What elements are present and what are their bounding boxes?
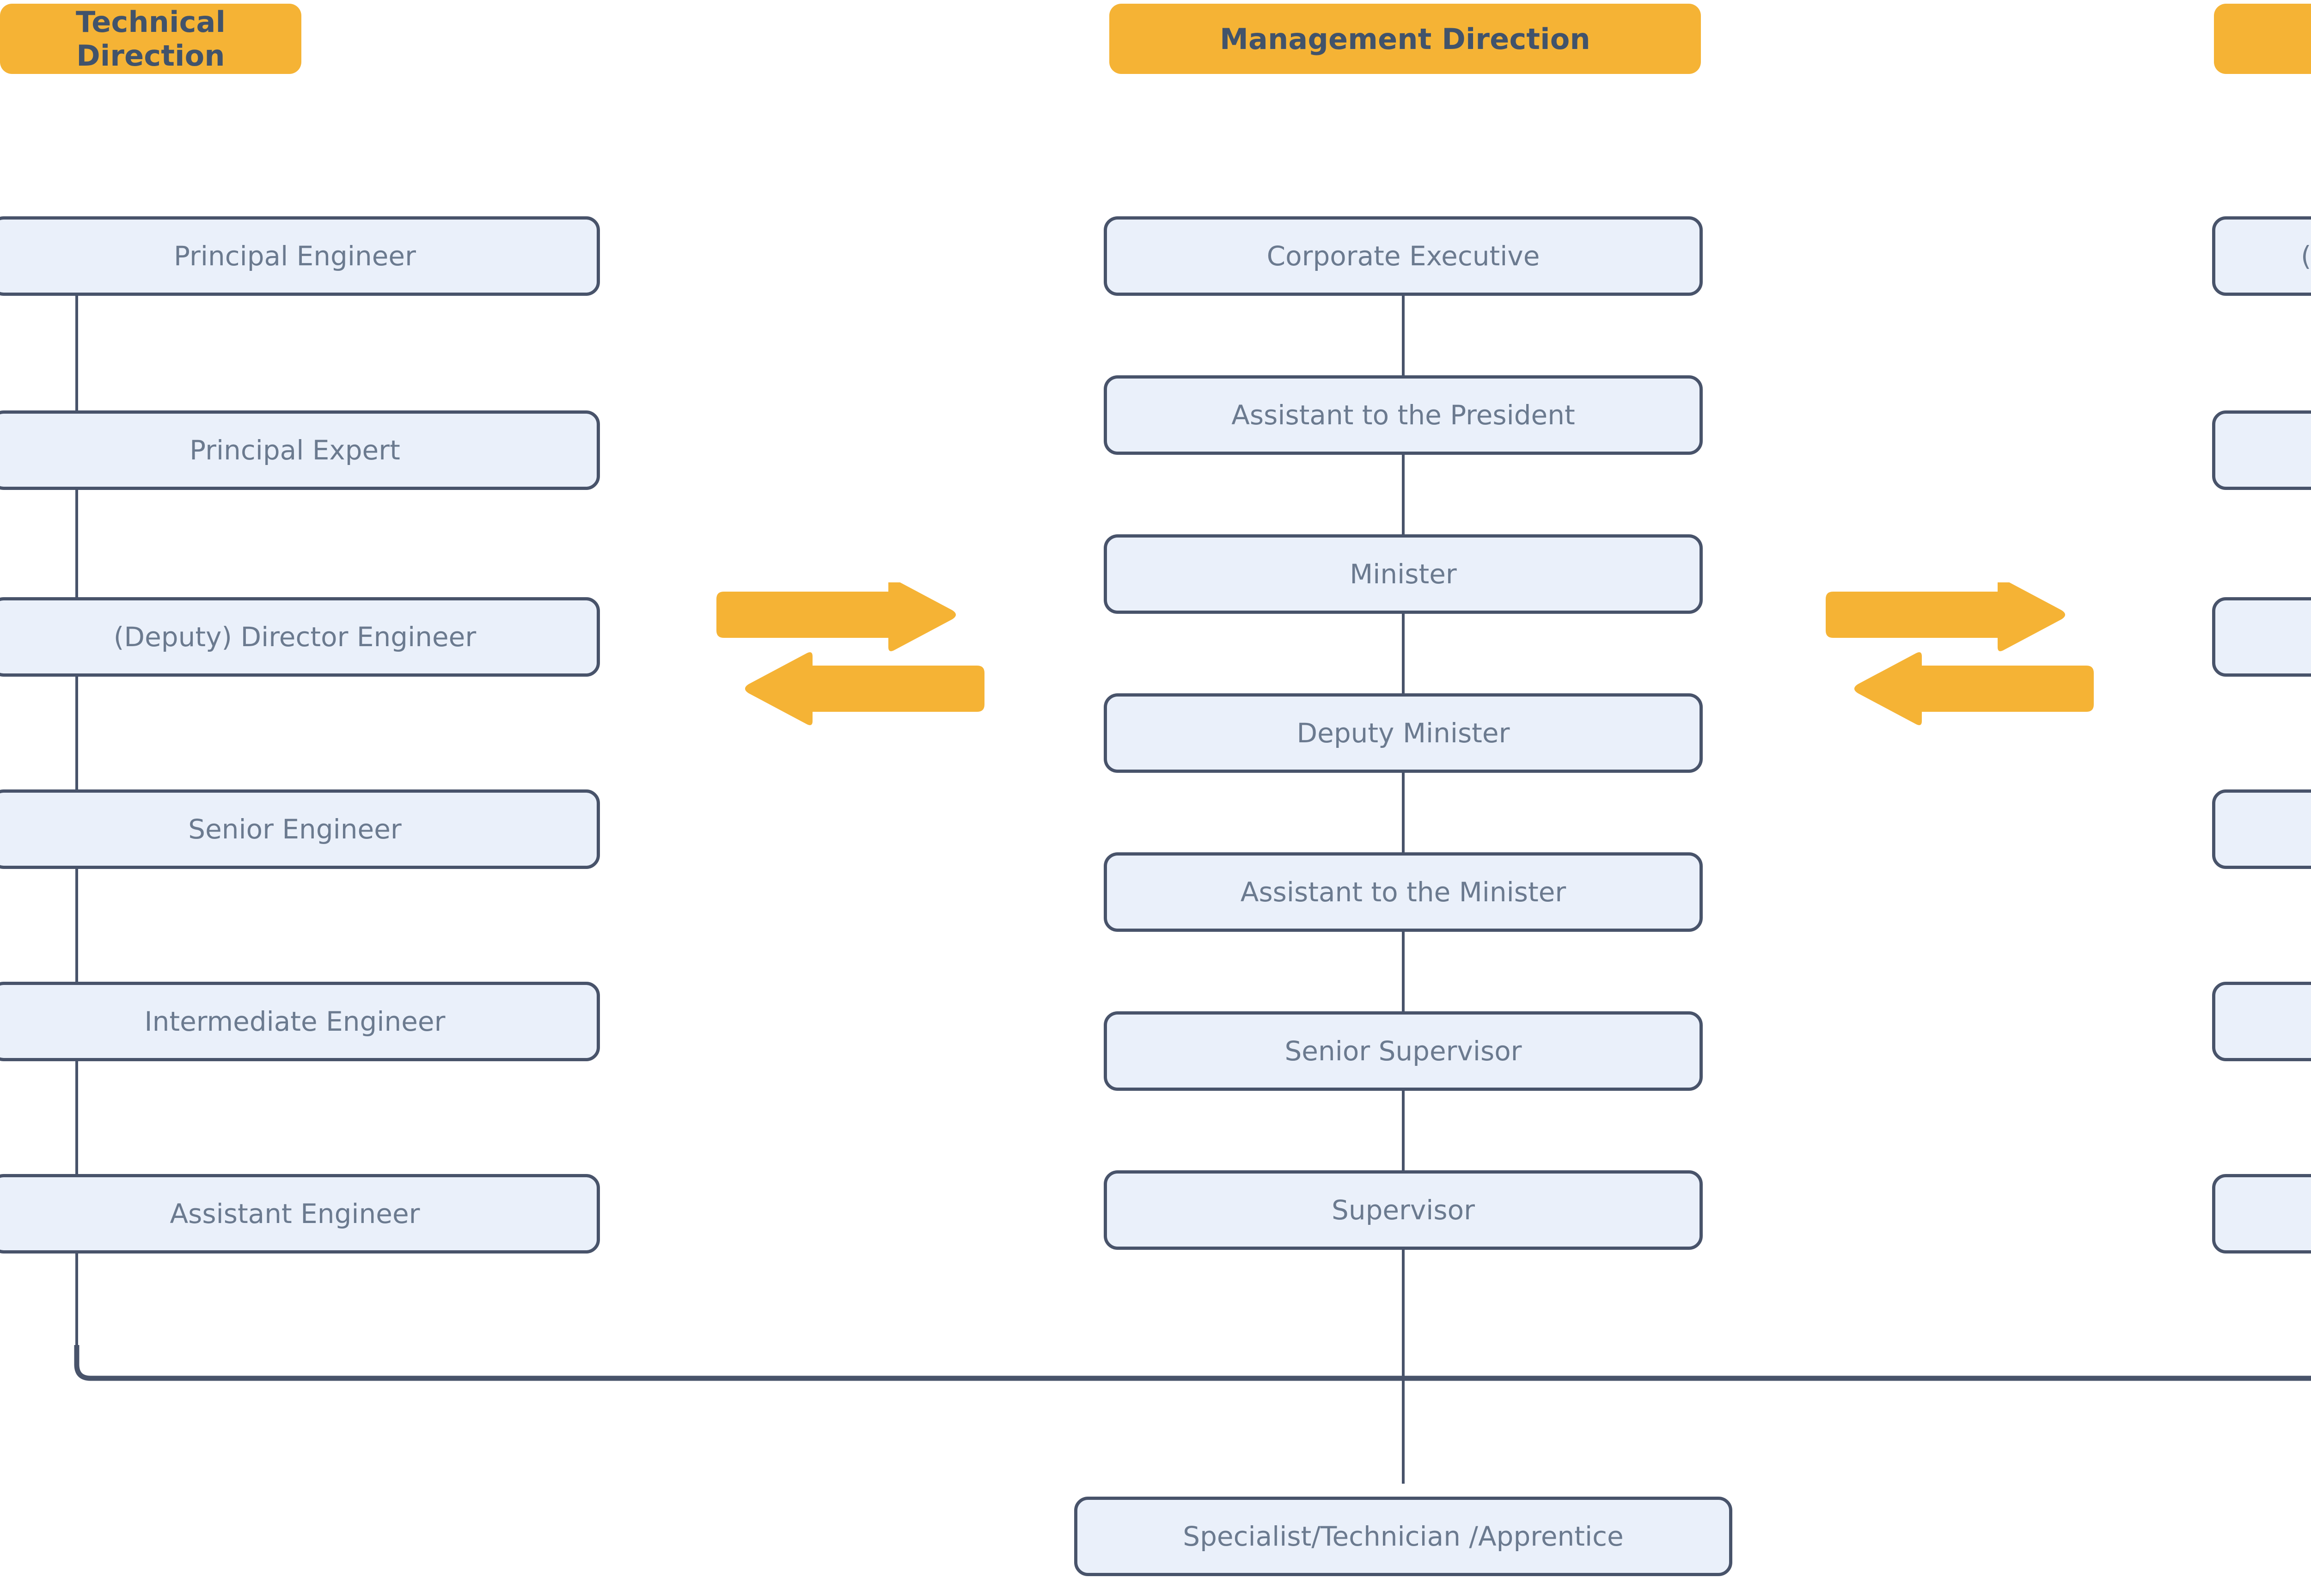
node-technical-4[interactable]: Senior Engineer — [0, 789, 600, 869]
node-technical-5[interactable]: Intermediate Engineer — [0, 982, 600, 1061]
node-management-2[interactable]: Assistant to the President — [1104, 375, 1703, 455]
node-label: Senior Supervisor — [1284, 1035, 1522, 1067]
node-label: Specialist/Technician /Apprentice — [1183, 1521, 1624, 1552]
node-technical-6[interactable]: Assistant Engineer — [0, 1174, 600, 1254]
node-label: Assistant to the Minister — [1240, 876, 1566, 908]
node-skill-level-4[interactable]: Senior Laborer — [2212, 789, 2311, 869]
arrow-left-icon — [745, 652, 984, 725]
node-technical-3[interactable]: (Deputy) Director Engineer — [0, 597, 600, 677]
node-label: Deputy Minister — [1296, 717, 1510, 749]
node-label: (Deputy) Supervisor Technician — [2300, 240, 2311, 272]
node-technical-2[interactable]: Principal Expert — [0, 410, 600, 490]
node-management-1[interactable]: Corporate Executive — [1104, 216, 1703, 296]
node-label: Intermediate Engineer — [144, 1006, 446, 1037]
exchange-arrows-technical-management[interactable] — [712, 582, 989, 730]
node-skill-level-3[interactable]: Technician — [2212, 597, 2311, 677]
node-label: (Deputy) Director Engineer — [113, 621, 477, 653]
node-label: Principal Expert — [190, 434, 400, 466]
node-skill-level-1[interactable]: (Deputy) Supervisor Technician — [2212, 216, 2311, 296]
node-label: Senior Engineer — [188, 813, 402, 845]
node-technical-1[interactable]: Principal Engineer — [0, 216, 600, 296]
node-management-5[interactable]: Assistant to the Minister — [1104, 852, 1703, 932]
node-management-4[interactable]: Deputy Minister — [1104, 693, 1703, 773]
arrow-left-icon — [1854, 652, 2094, 725]
column-header-management: Management Direction — [1109, 4, 1701, 74]
node-label: Minister — [1350, 558, 1457, 590]
exchange-arrows-management-skill-level[interactable] — [1821, 582, 2098, 730]
node-skill-level-5[interactable]: Intermediate Laborer — [2212, 982, 2311, 1061]
node-base-specialist[interactable]: Specialist/Technician /Apprentice — [1074, 1497, 1732, 1576]
arrow-right-icon — [716, 582, 956, 651]
column-header-skill-level: Skill Level Direction — [2214, 4, 2311, 74]
node-label: Corporate Executive — [1266, 240, 1540, 272]
node-skill-level-6[interactable]: Junior Laborer — [2212, 1174, 2311, 1254]
node-skill-level-2[interactable]: Senior Technician — [2212, 410, 2311, 490]
column-header-technical: Technical Direction — [0, 4, 301, 74]
node-management-3[interactable]: Minister — [1104, 534, 1703, 614]
node-label: Assistant Engineer — [170, 1198, 420, 1229]
node-label: Supervisor — [1332, 1194, 1475, 1226]
node-label: Principal Engineer — [174, 240, 416, 272]
column-header-label: Technical Direction — [75, 5, 226, 73]
column-header-label: Management Direction — [1220, 22, 1590, 56]
node-label: Assistant to the President — [1231, 399, 1575, 431]
node-management-6[interactable]: Senior Supervisor — [1104, 1011, 1703, 1091]
node-management-7[interactable]: Supervisor — [1104, 1170, 1703, 1250]
arrow-right-icon — [1826, 582, 2065, 651]
